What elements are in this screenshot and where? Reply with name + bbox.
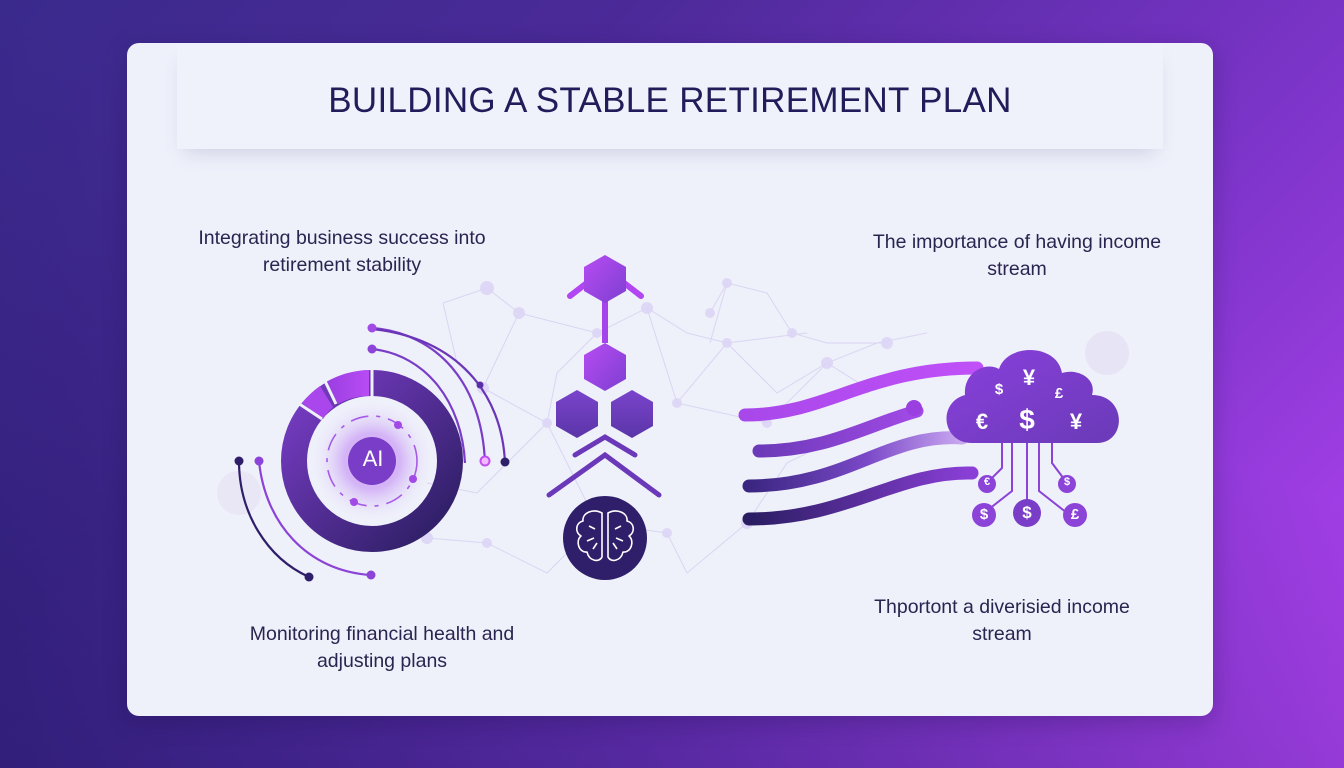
diagram-artwork xyxy=(217,255,1129,582)
caption-monitoring-health: Monitoring financial health and adjustin… xyxy=(249,623,515,672)
euro-symbol: € xyxy=(975,409,989,434)
hexagon-node-icon xyxy=(567,255,644,343)
caption-business-success: Integrating business success into retire… xyxy=(198,227,486,276)
caption-diversified-income: Thportont a diverisied income stream xyxy=(874,596,1130,645)
pound-symbol: £ xyxy=(1054,385,1064,402)
infographic-card: BUILDING A STABLE RETIREMENT PLAN xyxy=(127,43,1213,716)
hexagon-icon xyxy=(556,390,598,438)
coin-euro-icon: € xyxy=(983,476,991,488)
chevron-up-icon xyxy=(546,434,662,498)
yen-symbol: ¥ xyxy=(1069,409,1083,434)
dollar-symbol-large: $ xyxy=(1019,404,1035,435)
hexagon-icon xyxy=(584,343,626,391)
coin-dollar-icon: $ xyxy=(979,506,989,523)
caption-income-stream: The importance of having income stream xyxy=(872,231,1162,280)
income-streams xyxy=(738,361,984,526)
dollar-symbol: $ xyxy=(994,381,1004,398)
hexagon-icon xyxy=(611,390,653,438)
coin-dollar-icon: $ xyxy=(1022,503,1032,522)
header-panel: BUILDING A STABLE RETIREMENT PLAN xyxy=(177,43,1163,149)
orbit-arcs xyxy=(237,326,507,579)
ai-badge: AI xyxy=(362,446,384,471)
orbit-nodes xyxy=(234,323,510,582)
yen-symbol: ¥ xyxy=(1022,365,1036,390)
page-title: BUILDING A STABLE RETIREMENT PLAN xyxy=(328,81,1012,120)
stream-end-node xyxy=(906,400,922,416)
brain-icon xyxy=(563,496,647,580)
coin-dollar-icon: $ xyxy=(1063,476,1071,488)
coin-pound-icon: £ xyxy=(1070,506,1080,523)
ai-donut-chart xyxy=(281,366,463,552)
money-cloud-icon xyxy=(946,349,1119,527)
